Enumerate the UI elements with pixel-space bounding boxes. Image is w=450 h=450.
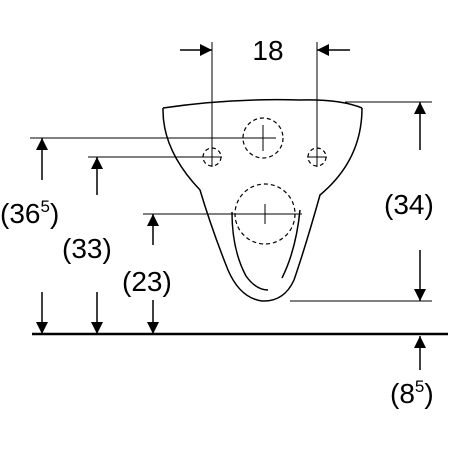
- label-18: 18: [252, 35, 283, 66]
- dimension-arrows: [36, 44, 426, 370]
- connection-circle-upper: [242, 117, 284, 159]
- extension-lines: [30, 42, 432, 302]
- center-marks: [202, 125, 327, 224]
- label-34: (34): [384, 189, 434, 220]
- label-33: (33): [62, 233, 112, 264]
- toilet-outline: [162, 98, 363, 302]
- label-23: (23): [122, 266, 172, 297]
- hidden-features: [202, 117, 327, 245]
- label-8-5: (85): [390, 377, 434, 409]
- label-36-5: (365): [0, 197, 59, 229]
